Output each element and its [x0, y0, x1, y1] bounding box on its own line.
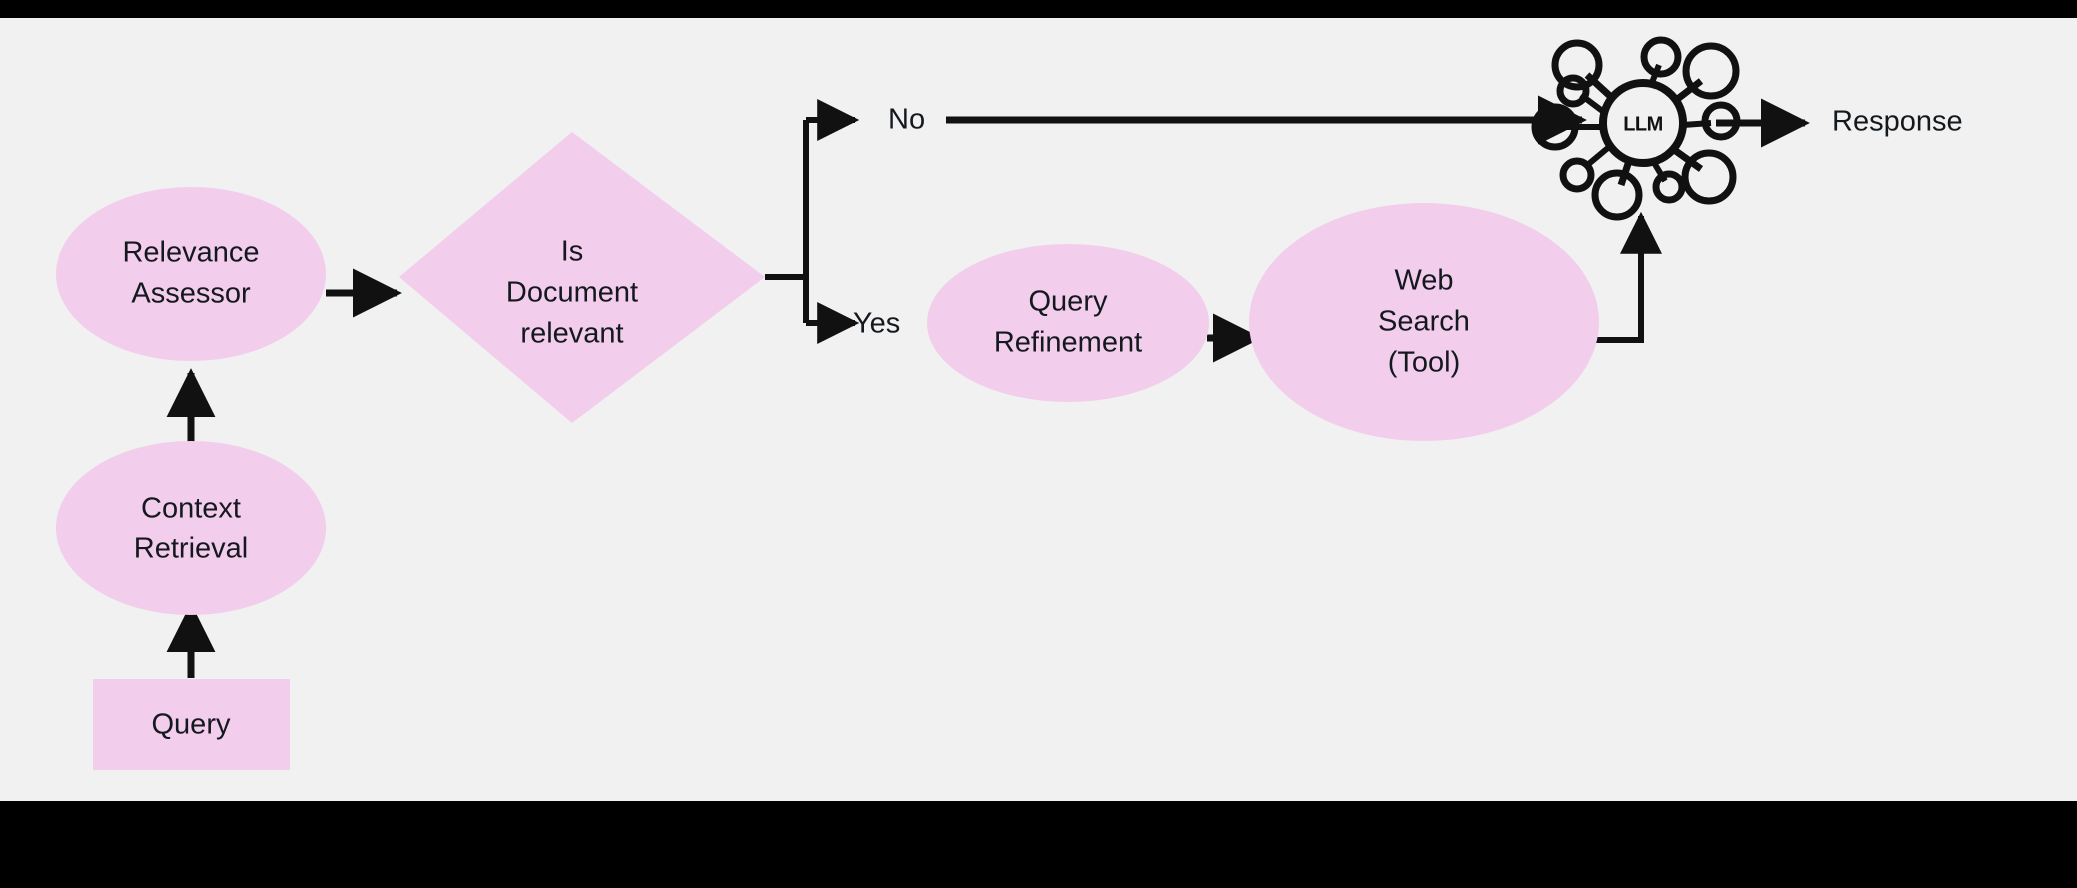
llm-node-large	[1591, 169, 1643, 221]
letterbox-bar-bottom	[0, 801, 2077, 888]
llm-core-label: LLM	[1623, 113, 1663, 135]
node-decision-label-line3: relevant	[520, 318, 623, 350]
node-query-refinement[interactable]	[927, 244, 1209, 402]
node-relevance-assessor-label-line1: Relevance	[122, 237, 259, 269]
llm-spoke	[1670, 146, 1704, 172]
node-context-retrieval[interactable]	[56, 441, 326, 615]
node-decision-is-document-relevant[interactable]	[399, 132, 765, 423]
edge-label-yes: Yes	[853, 308, 900, 340]
llm-node-small	[1652, 170, 1686, 204]
letterbox-bar-top	[0, 0, 2077, 18]
flowchart-canvas: Query Context Retrieval Relevance Assess…	[0, 18, 2077, 801]
edge-label-no: No	[888, 104, 925, 136]
node-context-retrieval-label-line1: Context	[141, 493, 241, 525]
llm-network-icon[interactable]: LLM	[1531, 36, 1741, 221]
node-query-refinement-label-line1: Query	[1029, 286, 1108, 318]
node-response-label: Response	[1832, 106, 1963, 138]
flowchart-svg: Query Context Retrieval Relevance Assess…	[56, 36, 1963, 770]
node-relevance-assessor[interactable]	[56, 187, 326, 361]
node-decision-label-line2: Document	[506, 277, 638, 309]
node-query[interactable]	[93, 679, 290, 770]
node-query-refinement-label-line2: Refinement	[994, 327, 1142, 359]
node-web-search-label-line1: Web	[1394, 265, 1453, 297]
node-web-search-label-line3: (Tool)	[1388, 347, 1461, 379]
llm-node-small	[1559, 157, 1595, 193]
llm-core-circle	[1599, 79, 1687, 167]
node-relevance-assessor-label-line2: Assessor	[131, 278, 251, 310]
node-context-retrieval-label-line2: Retrieval	[134, 533, 248, 565]
llm-node-large	[1681, 149, 1737, 205]
node-web-search-label-line2: Search	[1378, 306, 1470, 338]
llm-node-large	[1682, 42, 1740, 100]
node-web-search-tool[interactable]	[1249, 203, 1599, 441]
llm-spoke	[1672, 78, 1704, 104]
node-decision-label-line1: Is	[561, 236, 584, 268]
node-query-label: Query	[152, 709, 231, 741]
llm-node-large	[1531, 103, 1579, 151]
llm-node-small	[1701, 101, 1741, 141]
llm-node-large	[1551, 39, 1603, 91]
llm-node-small	[1556, 74, 1590, 108]
edge-decision-split-trunk	[765, 120, 809, 323]
llm-node-small	[1640, 36, 1682, 78]
